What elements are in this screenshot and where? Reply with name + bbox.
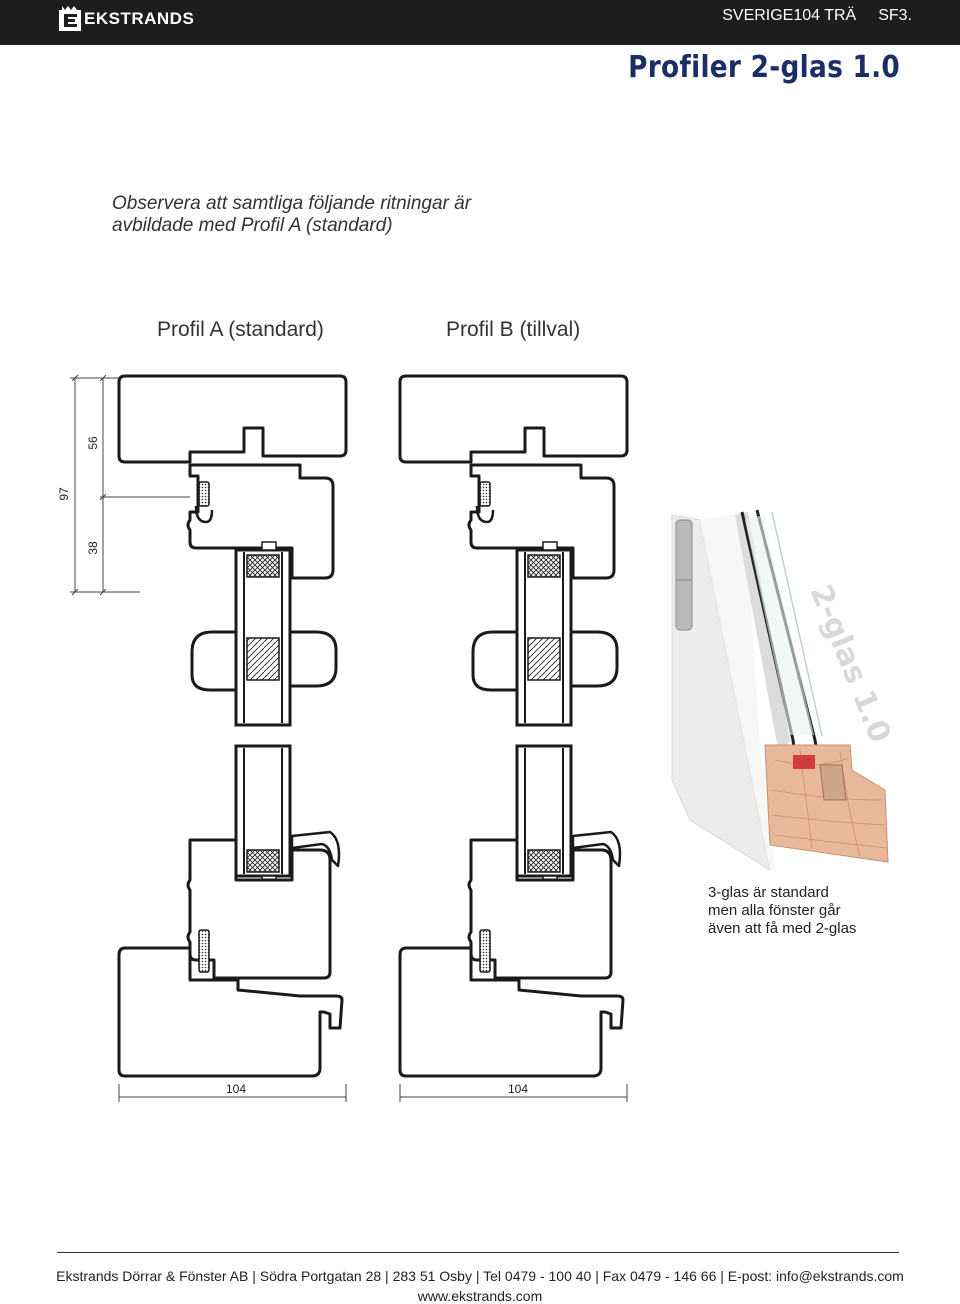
brand-logo: EKSTRANDS [58, 5, 194, 33]
profile-a-drawing [117, 374, 348, 1078]
profile-a-label: Profil A (standard) [157, 318, 324, 341]
dim-upper: 56 [86, 436, 100, 450]
brand-name: EKSTRANDS [84, 9, 195, 28]
page-code: SF3. [878, 7, 912, 24]
footer-address: Ekstrands Dörrar & Fönster AB | Södra Po… [56, 1268, 904, 1284]
profile-b-label: Profil B (tillval) [446, 318, 581, 341]
note-line-2: avbildade med Profil A (standard) [112, 215, 393, 236]
dim-width-a: 104 [226, 1082, 246, 1096]
profile-b-drawing [398, 374, 629, 1078]
intro-note: Observera att samtliga följande ritninga… [112, 193, 532, 237]
photo-overlay-text: 2-glas 1.0 [803, 580, 898, 748]
header-nav: SVERIGE104 TRÄ SF3. [722, 7, 912, 25]
page-title: Profiler 2-glas 1.0 [628, 50, 900, 85]
header-bar [0, 0, 960, 45]
width-dimensions [118, 1084, 628, 1102]
caption-line-3: även att få med 2-glas [708, 920, 857, 937]
dim-total-height: 97 [57, 487, 71, 501]
window-cutaway-photo: 2-glas 1.0 [671, 509, 898, 872]
note-line-1: Observera att samtliga följande ritninga… [112, 193, 472, 214]
footer-divider [57, 1252, 899, 1253]
footer-website[interactable]: www.ekstrands.com [417, 1288, 543, 1304]
caption-line-2: men alla fönster går [708, 902, 841, 919]
crown-e-logo-icon [59, 6, 81, 31]
section-label: SVERIGE104 TRÄ [722, 7, 857, 24]
height-dimensions [70, 374, 190, 596]
dim-lower: 38 [86, 541, 100, 555]
profile-drawing: 97 56 38 104 104 [57, 374, 629, 1102]
photo-caption: 3-glas är standard men alla fönster går … [708, 884, 856, 938]
dim-width-b: 104 [508, 1082, 528, 1096]
caption-line-1: 3-glas är standard [708, 884, 829, 901]
